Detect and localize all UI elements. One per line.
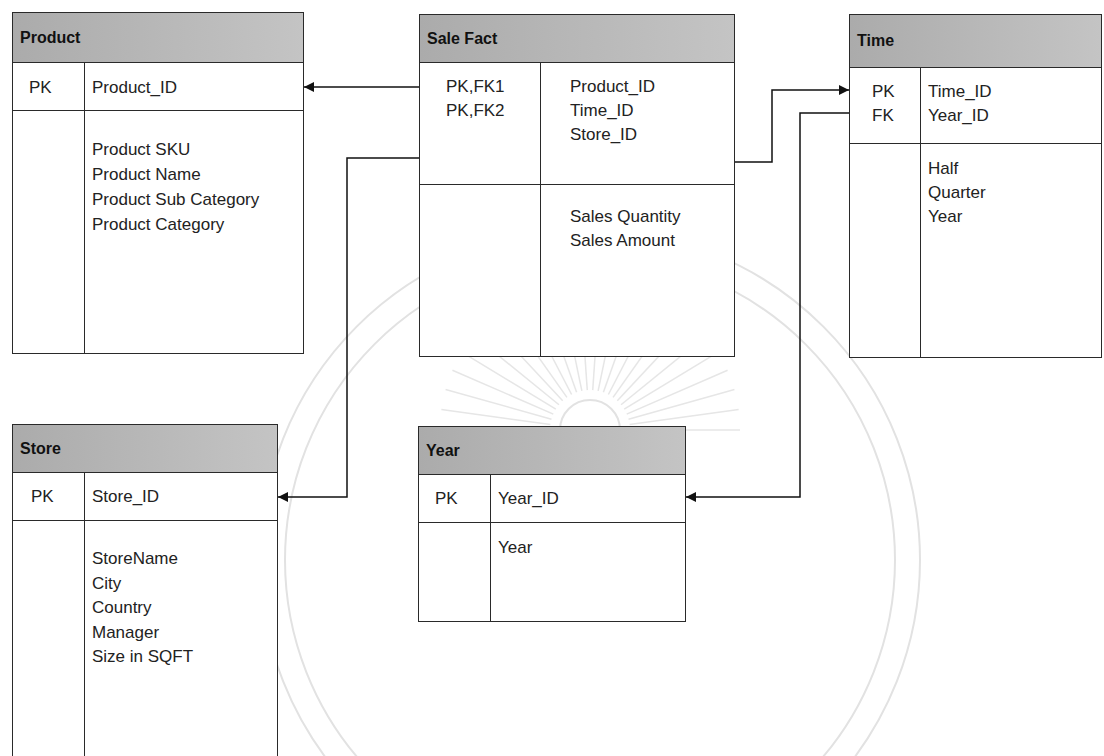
attribute-row: HalfQuarterYear xyxy=(850,144,1101,357)
key-column: PK xyxy=(419,475,491,522)
key-column xyxy=(420,185,541,356)
table-box: ProductPK Product_ID Product SKUProduct Na… xyxy=(12,12,304,354)
table-name: Sale Fact xyxy=(427,29,497,49)
attribute-field: Year xyxy=(498,536,679,560)
key-label: PK xyxy=(872,80,916,104)
attribute-fields: HalfQuarterYear xyxy=(921,144,1101,357)
attribute-row: StoreNameCityCountryManagerSize in SQFT xyxy=(13,521,277,756)
table-box: TimePKFKTime_IDYear_IDHalfQuarterYear xyxy=(849,14,1102,358)
key-column: PK,FK1PK,FK2 xyxy=(420,63,541,184)
key-field: Year_ID xyxy=(928,104,1095,128)
table-box: Sale FactPK,FK1PK,FK2Product_IDTime_IDSt… xyxy=(419,14,735,357)
attribute-fields: StoreNameCityCountryManagerSize in SQFT xyxy=(85,521,277,756)
key-label: PK,FK2 xyxy=(446,99,536,123)
table-header: Year xyxy=(419,427,685,475)
seal-ray xyxy=(629,390,735,420)
seal-ray xyxy=(446,390,552,420)
key-fields: Product_ID xyxy=(85,63,303,110)
key-field: Store_ID xyxy=(570,123,728,147)
key-row: PKFKTime_IDYear_ID xyxy=(850,68,1101,144)
key-column: PK xyxy=(13,473,85,520)
table-name: Time xyxy=(857,31,894,51)
attribute-field: Half xyxy=(928,157,1095,181)
attribute-field: Product Category xyxy=(92,212,297,237)
key-label: PK xyxy=(435,487,486,511)
key-field: Product_ID xyxy=(570,75,728,99)
table-header: Sale Fact xyxy=(420,15,734,63)
table-box: StorePK Store_ID StoreNameCityCountryManag… xyxy=(12,424,278,756)
key-field: Year_ID xyxy=(498,487,679,511)
key-fields: Year_ID xyxy=(491,475,685,522)
relationship-line xyxy=(735,90,849,162)
attribute-field: Size in SQFT xyxy=(92,645,271,670)
attribute-field: Product Sub Category xyxy=(92,187,297,212)
key-row: PK Product_ID xyxy=(13,63,303,111)
seal-ray xyxy=(627,370,728,414)
key-column xyxy=(13,111,85,353)
key-fields: Product_IDTime_IDStore_ID xyxy=(541,63,734,184)
table-header: Product xyxy=(13,13,303,63)
key-label: FK xyxy=(872,104,916,128)
attribute-field: City xyxy=(92,572,271,597)
attribute-field: Sales Quantity xyxy=(570,205,728,229)
table-header: Time xyxy=(850,15,1101,68)
attribute-field: Country xyxy=(92,596,271,621)
seal-ray xyxy=(630,410,739,425)
attribute-field: Quarter xyxy=(928,181,1095,205)
attribute-fields: Year xyxy=(491,523,685,621)
attribute-field: Manager xyxy=(92,621,271,646)
key-row: PK Year_ID xyxy=(419,475,685,523)
table-box: YearPKYear_IDYear xyxy=(418,426,686,622)
key-field: Store_ID xyxy=(92,485,271,510)
key-label: PK xyxy=(29,75,80,100)
key-fields: Time_IDYear_ID xyxy=(921,68,1101,143)
key-label: PK,FK1 xyxy=(446,75,536,99)
attribute-field: Sales Amount xyxy=(570,229,728,253)
table-name: Product xyxy=(20,28,80,48)
table-header: Store xyxy=(13,425,277,473)
table-name: Year xyxy=(426,441,460,461)
attribute-row: Year xyxy=(419,523,685,621)
key-column: PK xyxy=(13,63,85,110)
key-fields: Store_ID xyxy=(85,473,277,520)
attribute-fields: Sales QuantitySales Amount xyxy=(541,185,734,356)
key-row: PK,FK1PK,FK2Product_IDTime_IDStore_ID xyxy=(420,63,734,185)
attribute-field: Year xyxy=(928,205,1095,229)
attribute-field: StoreName xyxy=(92,547,271,572)
key-label: PK xyxy=(31,485,80,510)
seal-ray xyxy=(441,410,550,425)
key-row: PK Store_ID xyxy=(13,473,277,521)
key-column xyxy=(850,144,921,357)
key-field: Product_ID xyxy=(92,75,297,100)
key-column: PKFK xyxy=(850,68,921,143)
attribute-row: Sales QuantitySales Amount xyxy=(420,185,734,356)
key-field: Time_ID xyxy=(928,80,1095,104)
attribute-field: Product SKU xyxy=(92,137,297,162)
key-column xyxy=(419,523,491,621)
table-name: Store xyxy=(20,439,61,459)
relationship-line xyxy=(304,86,419,88)
attribute-fields: Product SKUProduct NameProduct Sub Categ… xyxy=(85,111,303,353)
attribute-row: Product SKUProduct NameProduct Sub Categ… xyxy=(13,111,303,353)
attribute-field: Product Name xyxy=(92,162,297,187)
key-field: Time_ID xyxy=(570,99,728,123)
key-column xyxy=(13,521,85,756)
